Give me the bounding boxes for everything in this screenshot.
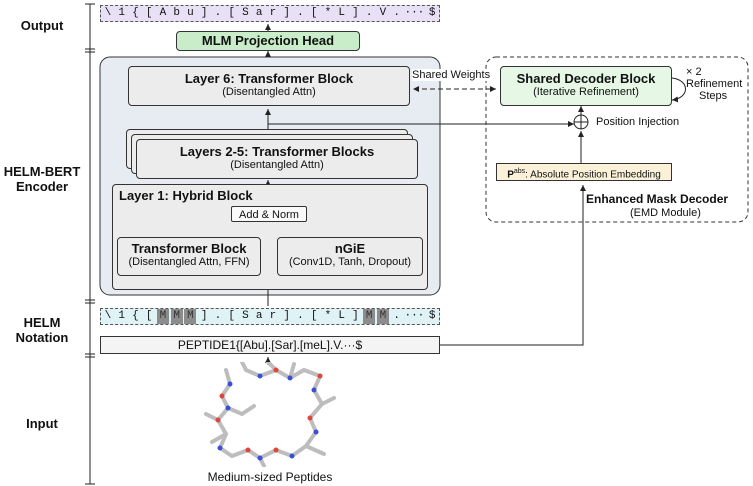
token: L xyxy=(338,7,345,19)
mlm-head-label: MLM Projection Head xyxy=(201,33,335,48)
decoder-block-title: Shared Decoder Block xyxy=(516,71,656,86)
token: M xyxy=(170,309,183,324)
peptide-string-box: PEPTIDE1{[Abu].[Sar].[meL].V.···$ xyxy=(100,336,440,354)
token: ] xyxy=(283,7,290,19)
refinement-times: × 2 xyxy=(686,66,702,78)
ngie-title: nGiE xyxy=(334,241,366,256)
add-norm-box: Add & Norm xyxy=(231,206,307,222)
token: ] xyxy=(352,310,359,322)
emd-title: Enhanced Mask Decoder xyxy=(586,192,729,206)
token: \ xyxy=(104,7,112,19)
token: . xyxy=(365,7,373,19)
token: r xyxy=(269,310,277,322)
token: M xyxy=(156,309,169,324)
token: M xyxy=(376,309,389,324)
refinement-label: Refinement xyxy=(686,78,743,90)
token: . xyxy=(297,310,304,322)
encoder-label: HELM-BERT Encoder xyxy=(3,164,81,194)
token: S xyxy=(242,310,249,322)
refinement-steps-label: Steps xyxy=(699,90,728,102)
emd-subtitle: (EMD Module) xyxy=(630,207,701,219)
add-norm-label: Add & Norm xyxy=(239,209,299,221)
token: L xyxy=(338,310,345,322)
transformer-block-subtitle: (Disentangled Attn, FFN) xyxy=(128,256,250,268)
token: . xyxy=(214,310,222,322)
token: . xyxy=(297,7,304,19)
token: $ xyxy=(428,7,436,19)
token: [ xyxy=(310,310,318,322)
pabs-text: : Absolute Position Embedding xyxy=(525,169,661,181)
layer1-title: Layer 1: Hybrid Block xyxy=(119,188,253,203)
peptide-string: PEPTIDE1{[Abu].[Sar].[meL].V.···$ xyxy=(177,338,363,352)
token: M xyxy=(184,309,197,324)
token: { xyxy=(132,7,139,19)
transformer-block: Transformer Block (Disentangled Attn, FF… xyxy=(117,237,261,276)
shared-weights-label: Shared Weights xyxy=(412,69,491,81)
token: . xyxy=(393,310,400,322)
shared-decoder-block: Shared Decoder Block (Iterative Refineme… xyxy=(500,66,672,106)
token: $ xyxy=(428,310,436,322)
token: ··· xyxy=(404,7,425,19)
token: r xyxy=(269,7,277,19)
token: a xyxy=(255,7,263,19)
token: \ xyxy=(104,310,112,322)
token: ··· xyxy=(404,310,425,322)
pabs-symbol: P xyxy=(507,169,514,181)
input-caption: Medium-sized Peptides xyxy=(207,470,333,484)
layers25-subtitle: (Disentangled Attn) xyxy=(230,159,324,171)
token: A xyxy=(159,7,167,19)
decoder-block-subtitle: (Iterative Refinement) xyxy=(533,86,639,98)
token: [ xyxy=(145,7,153,19)
transformer-block-title: Transformer Block xyxy=(131,241,247,256)
peptide-molecule-image xyxy=(204,362,336,467)
token: [ xyxy=(228,310,235,322)
output-label: Output xyxy=(20,18,64,33)
token: . xyxy=(393,7,400,19)
token: { xyxy=(132,310,139,322)
ngie-block: nGiE (Conv1D, Tanh, Dropout) xyxy=(277,237,423,276)
layer6-block: Layer 6: Transformer Block (Disentangled… xyxy=(128,66,410,106)
token: ] xyxy=(200,7,208,19)
token: * xyxy=(324,7,332,19)
token: ] xyxy=(352,7,359,19)
token: [ xyxy=(228,7,235,19)
absolute-position-embedding-box: Pabs: Absolute Position Embedding xyxy=(496,163,672,181)
token: b xyxy=(173,7,180,19)
layers25-block: Layers 2-5: Transformer Blocks (Disentan… xyxy=(136,139,418,179)
mlm-projection-head: MLM Projection Head xyxy=(176,31,360,51)
layers25-title: Layers 2-5: Transformer Blocks xyxy=(179,144,375,159)
pabs-superscript: abs xyxy=(513,168,526,175)
token: . xyxy=(214,7,222,19)
token: S xyxy=(242,7,249,19)
token: 1 xyxy=(118,310,125,322)
layer6-subtitle: (Disentangled Attn) xyxy=(222,86,316,98)
token: V xyxy=(379,7,387,19)
token: 1 xyxy=(118,7,125,19)
helm-notation-label: HELM Notation xyxy=(15,315,69,345)
token: M xyxy=(363,309,376,324)
token: u xyxy=(187,7,194,19)
token: [ xyxy=(310,7,318,19)
ngie-subtitle: (Conv1D, Tanh, Dropout) xyxy=(288,256,412,268)
token: * xyxy=(324,310,332,322)
position-injection-label: Position Injection xyxy=(596,116,680,128)
token: a xyxy=(255,310,263,322)
token: ] xyxy=(283,310,290,322)
layer6-title: Layer 6: Transformer Block xyxy=(184,71,354,86)
token: [ xyxy=(145,310,153,322)
input-label: Input xyxy=(26,416,58,431)
token: ] xyxy=(200,310,208,322)
